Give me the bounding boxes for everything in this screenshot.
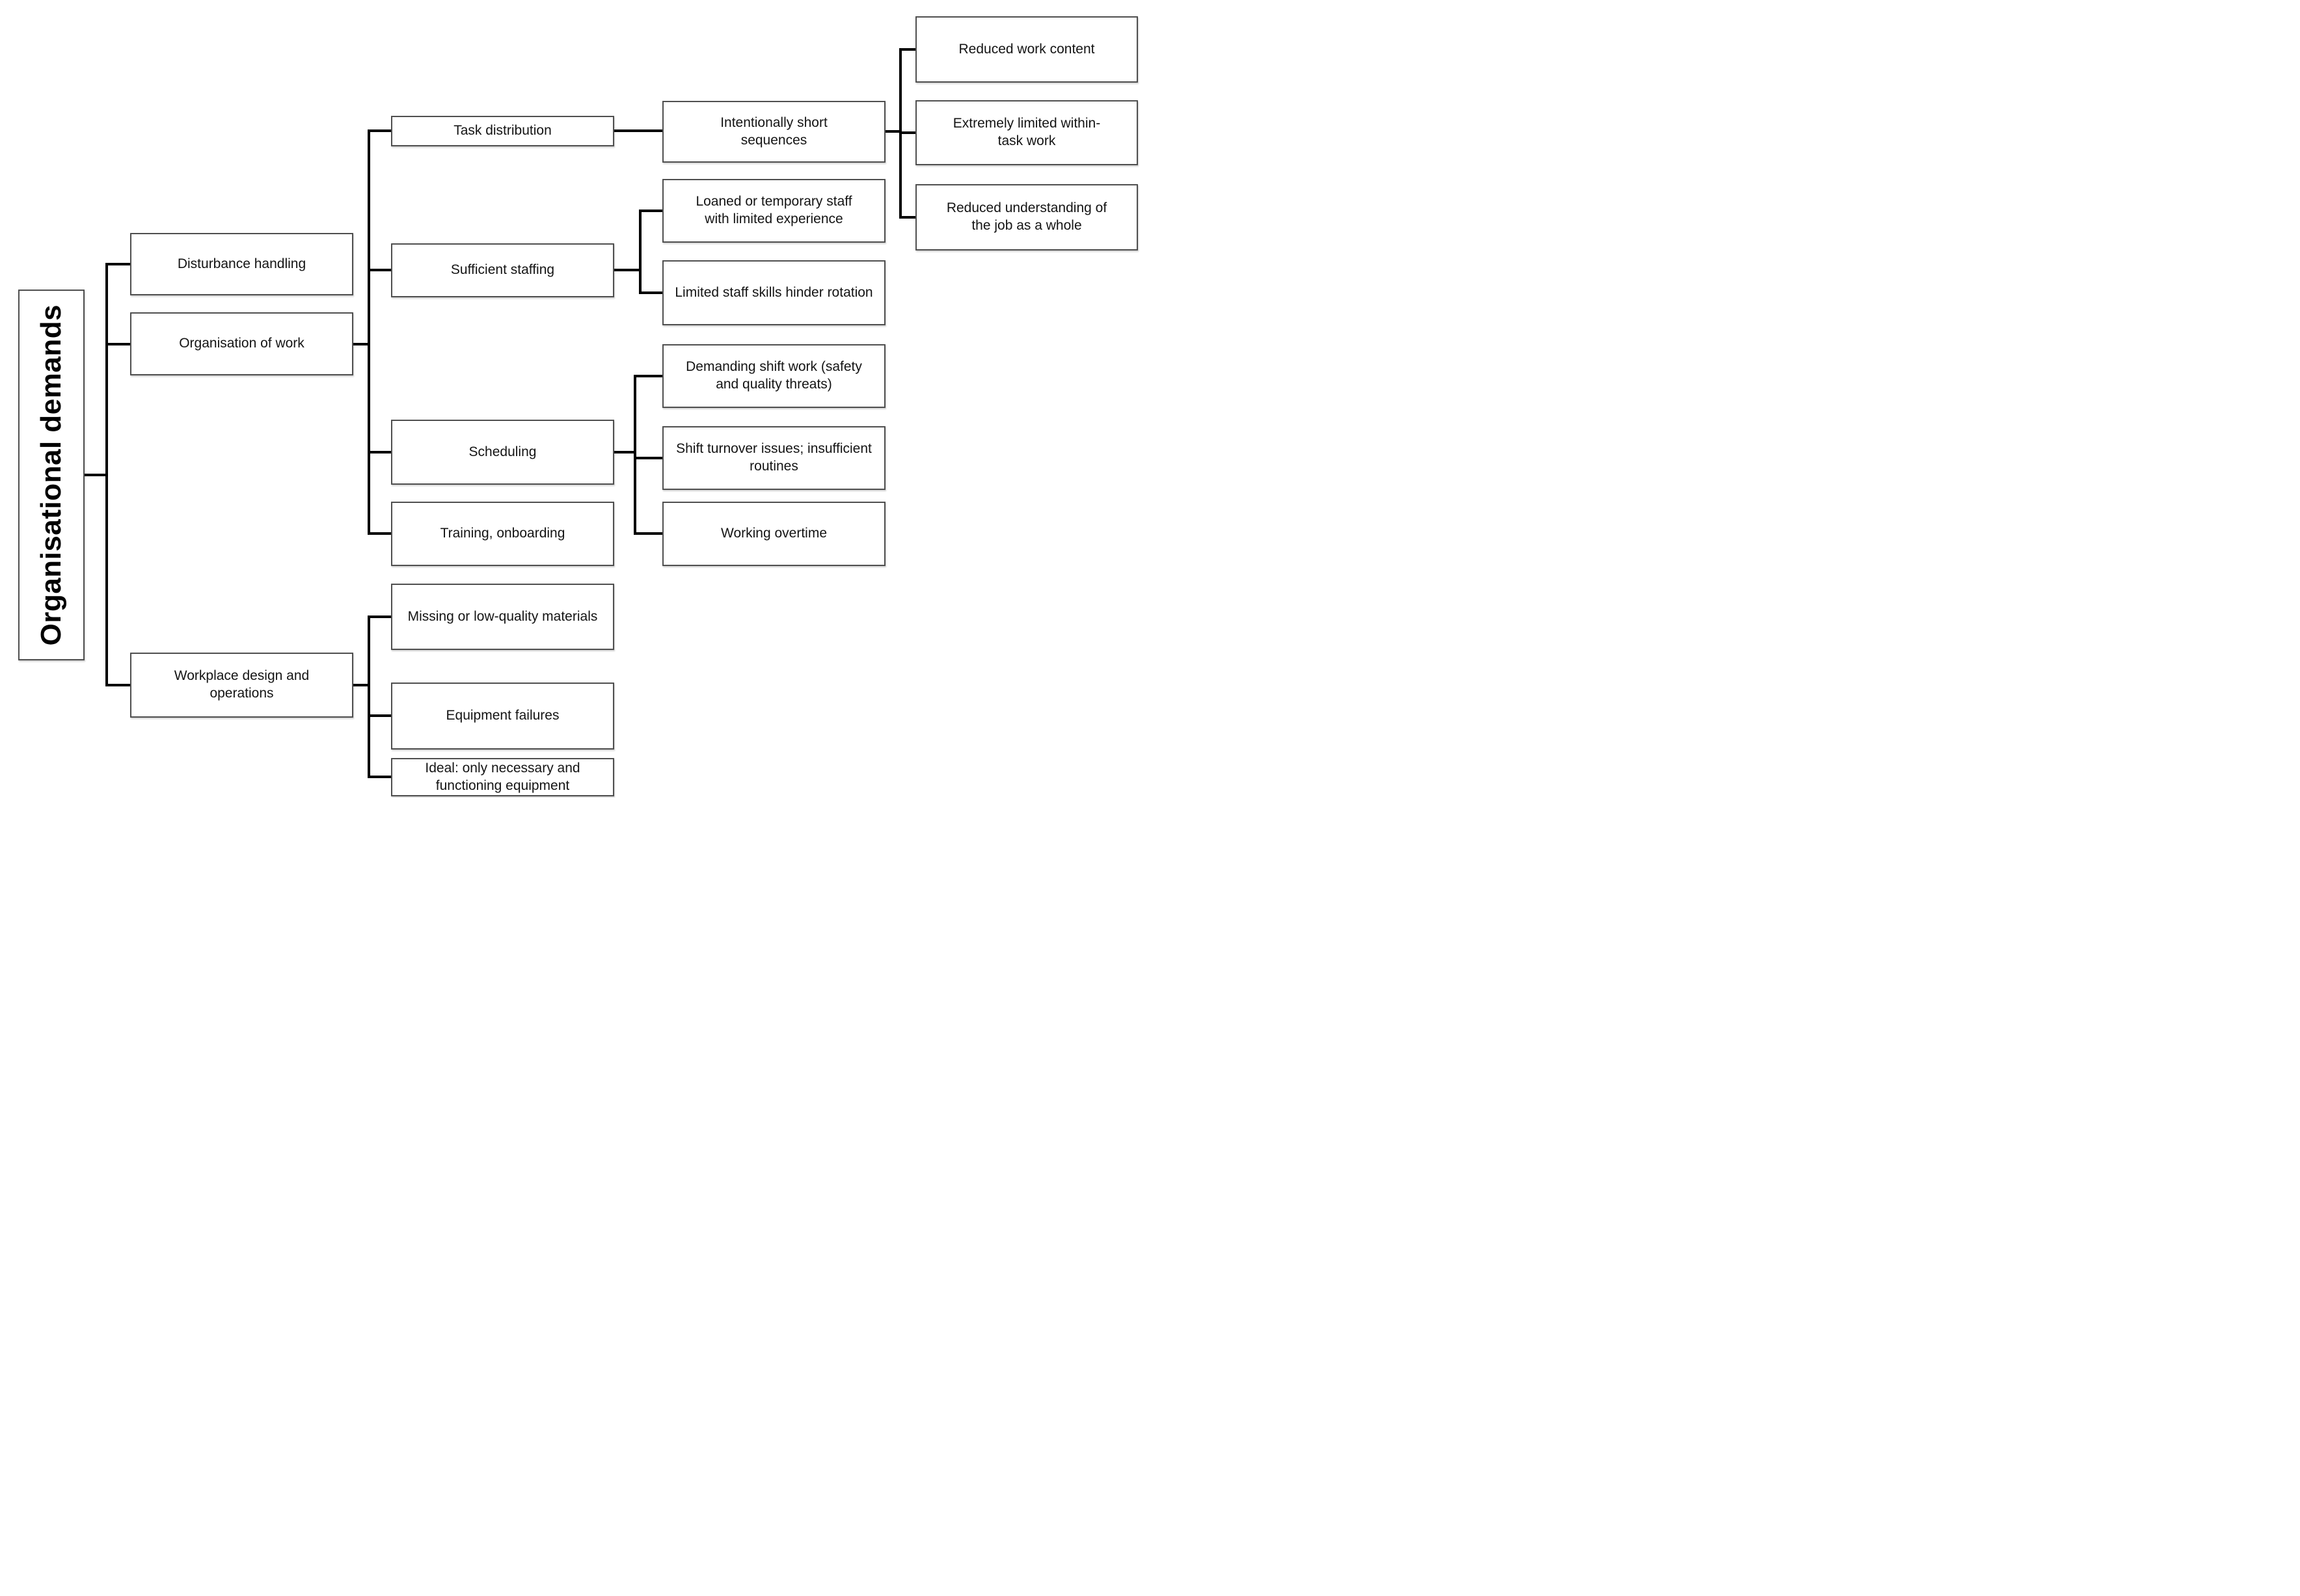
node-missing-or-low-quality-materials: Missing or low-quality materials xyxy=(391,584,614,650)
node-label: Extremely limited within-task work xyxy=(953,116,1101,148)
node-shift-turnover-issues: Shift turnover issues; insufficient rout… xyxy=(662,426,886,490)
node-demanding-shift-work: Demanding shift work (safety and quality… xyxy=(662,344,886,408)
node-workplace-design-and-operations: Workplace design and operations xyxy=(130,653,353,718)
node-label: Shift turnover issues; insufficient rout… xyxy=(676,441,872,474)
node-label: Organisation of work xyxy=(179,336,304,351)
node-label: Demanding shift work (safety and quality… xyxy=(686,359,862,392)
node-label: Ideal: only necessary and functioning eq… xyxy=(425,760,580,793)
node-label: Workplace design and operations xyxy=(174,668,310,701)
node-organisation-of-work: Organisation of work xyxy=(130,312,353,375)
node-limited-staff-skills: Limited staff skills hinder rotation xyxy=(662,260,886,325)
node-label: Scheduling xyxy=(468,444,537,459)
node-working-overtime: Working overtime xyxy=(662,502,886,566)
node-label: Training, onboarding xyxy=(440,526,565,541)
node-label: Task distribution xyxy=(453,123,552,139)
node-sufficient-staffing: Sufficient staffing xyxy=(391,243,614,297)
node-label: Disturbance handling xyxy=(177,256,306,271)
node-training-onboarding: Training, onboarding xyxy=(391,502,614,566)
org-demands-diagram: Organisational demands Disturbance handl… xyxy=(0,0,1150,798)
node-organisational-demands: Organisational demands xyxy=(18,290,85,660)
node-intentionally-short-sequences: Intentionally short sequences xyxy=(662,101,886,163)
node-equipment-failures: Equipment failures xyxy=(391,683,614,750)
node-label: Reduced work content xyxy=(958,41,1095,57)
node-disturbance-handling: Disturbance handling xyxy=(130,233,353,295)
node-label: Intentionally short sequences xyxy=(720,115,828,148)
node-ideal-only-necessary-equipment: Ideal: only necessary and functioning eq… xyxy=(391,758,614,796)
node-reduced-understanding-of-job: Reduced understanding of the job as a wh… xyxy=(915,184,1138,250)
node-label: Missing or low-quality materials xyxy=(407,608,598,624)
node-label: Equipment failures xyxy=(446,708,560,724)
node-loaned-or-temporary-staff: Loaned or temporary staff with limited e… xyxy=(662,179,886,243)
node-label: Sufficient staffing xyxy=(450,262,555,278)
node-label: Reduced understanding of the job as a wh… xyxy=(946,200,1107,233)
node-task-distribution: Task distribution xyxy=(391,116,614,146)
node-label: Working overtime xyxy=(721,526,827,541)
node-reduced-work-content: Reduced work content xyxy=(915,16,1138,83)
node-label: Limited staff skills hinder rotation xyxy=(675,284,873,300)
node-extremely-limited-within-task-work: Extremely limited within-task work xyxy=(915,100,1138,165)
node-label: Organisational demands xyxy=(34,304,67,646)
node-label: Loaned or temporary staff with limited e… xyxy=(696,194,852,226)
node-scheduling: Scheduling xyxy=(391,420,614,485)
